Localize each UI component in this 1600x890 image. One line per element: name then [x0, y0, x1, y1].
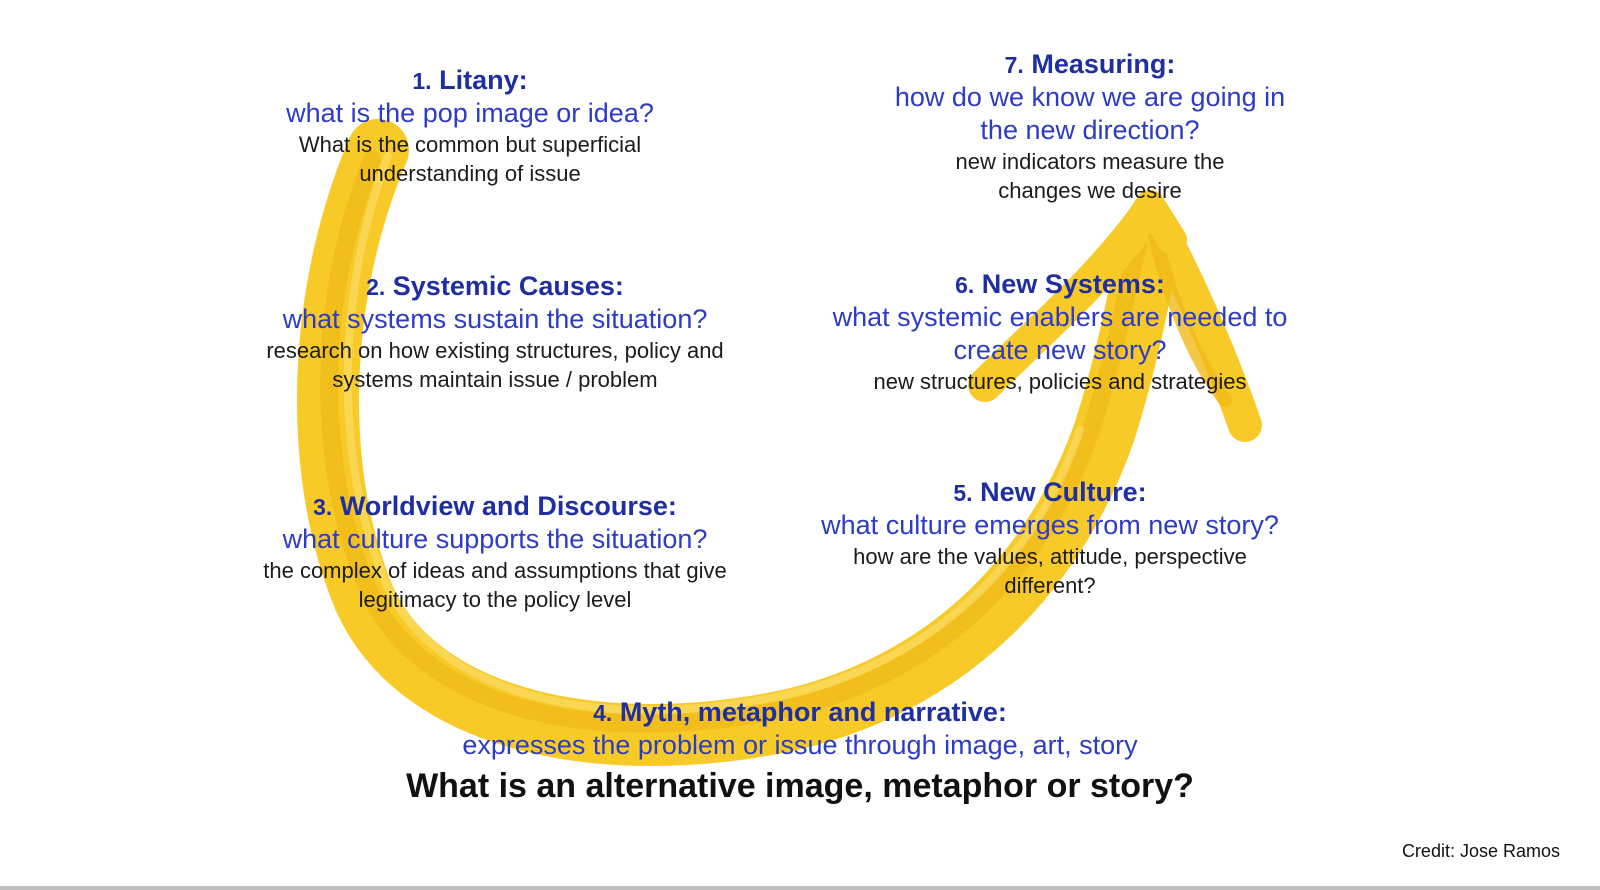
step-5-heading: 5. New Culture:: [790, 476, 1310, 509]
credit-text: Credit: Jose Ramos: [1401, 841, 1560, 861]
step-5-number: 5.: [953, 480, 973, 506]
step-4-title: Myth, metaphor and narrative:: [619, 697, 1007, 727]
step-6-question: what systemic enablers are needed to cre…: [832, 301, 1288, 365]
step-1-description: What is the common but superficial under…: [298, 131, 642, 187]
step-1-litany: 1. Litany: what is the pop image or idea…: [240, 64, 700, 188]
step-3-title: Worldview and Discourse:: [339, 491, 677, 521]
step-6-title: New Systems:: [981, 269, 1165, 299]
bottom-divider: [0, 886, 1600, 890]
step-4-question: expresses the problem or issue through i…: [462, 729, 1138, 760]
step-2-title: Systemic Causes:: [392, 271, 624, 301]
step-6-heading: 6. New Systems:: [800, 268, 1320, 301]
step-7-heading: 7. Measuring:: [880, 48, 1300, 81]
step-4-number: 4.: [593, 700, 613, 726]
step-1-title: Litany:: [439, 65, 528, 95]
arrow-body-texture: [320, 151, 1147, 733]
step-2-systemic-causes: 2. Systemic Causes: what systems sustain…: [240, 270, 750, 394]
arrow-body-highlight: [343, 152, 1084, 715]
step-4-heading: 4. Myth, metaphor and narrative:: [300, 696, 1300, 729]
step-3-description: the complex of ideas and assumptions tha…: [263, 557, 727, 613]
step-6-description: new structures, policies and strategies: [873, 368, 1247, 394]
step-5-description: how are the values, attitude, perspectiv…: [853, 543, 1247, 599]
step-7-number: 7.: [1004, 52, 1024, 78]
step-1-heading: 1. Litany:: [240, 64, 700, 97]
arrow-head-tip: [1113, 190, 1187, 255]
step-2-number: 2.: [366, 274, 386, 300]
step-3-worldview-discourse: 3. Worldview and Discourse: what culture…: [240, 490, 750, 614]
step-2-question: what systems sustain the situation?: [282, 303, 708, 334]
step-7-title: Measuring:: [1031, 49, 1176, 79]
step-4-alternative-question: What is an alternative image, metaphor o…: [406, 766, 1194, 805]
step-6-number: 6.: [955, 272, 975, 298]
step-4-myth-metaphor: 4. Myth, metaphor and narrative: express…: [300, 696, 1300, 807]
step-1-number: 1.: [412, 68, 432, 94]
step-7-question: how do we know we are going in the new d…: [894, 81, 1286, 145]
step-5-new-culture: 5. New Culture: what culture emerges fro…: [790, 476, 1310, 600]
step-1-question: what is the pop image or idea?: [286, 97, 654, 128]
step-3-number: 3.: [313, 494, 333, 520]
step-2-description: research on how existing structures, pol…: [266, 337, 724, 393]
step-7-description: new indicators measure the changes we de…: [955, 148, 1225, 204]
step-3-heading: 3. Worldview and Discourse:: [240, 490, 750, 523]
arrow-head-inner-barb: [1148, 228, 1232, 407]
step-5-question: what culture emerges from new story?: [821, 509, 1279, 540]
step-2-heading: 2. Systemic Causes:: [240, 270, 750, 303]
step-3-question: what culture supports the situation?: [282, 523, 708, 554]
arrow-body-stroke: [297, 119, 1181, 766]
step-7-measuring: 7. Measuring: how do we know we are goin…: [880, 48, 1300, 205]
step-5-title: New Culture:: [980, 477, 1147, 507]
step-6-new-systems: 6. New Systems: what systemic enablers a…: [800, 268, 1320, 396]
